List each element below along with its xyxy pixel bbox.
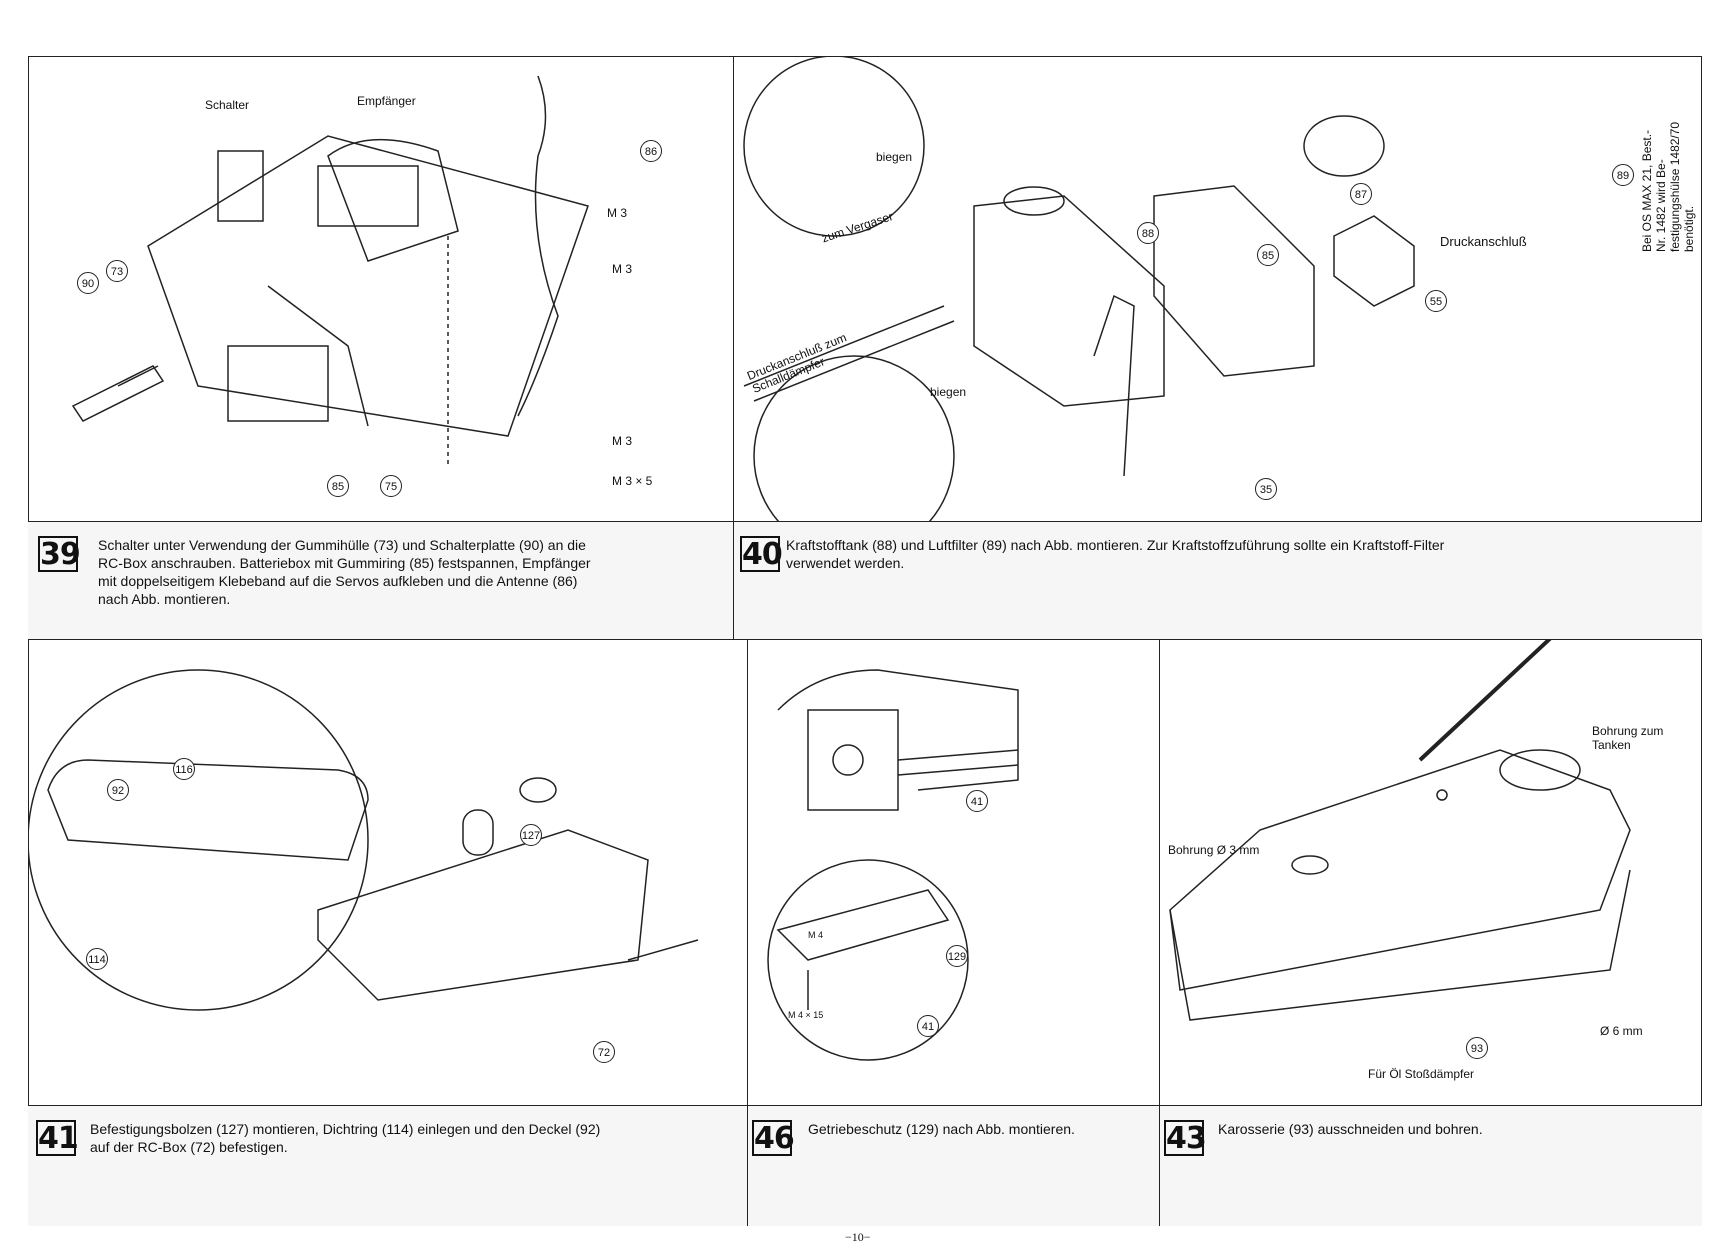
part-number: 129 xyxy=(946,945,968,967)
step-number: 40 xyxy=(740,536,783,572)
step-number: 43 xyxy=(1164,1120,1207,1156)
part-number: 90 xyxy=(77,272,99,294)
step-text: Karosserie (93) ausschneiden und bohren. xyxy=(1218,1121,1483,1137)
page-number: −10− xyxy=(845,1230,871,1244)
step-text: Kraftstofftank (88) und Luftfilter (89) … xyxy=(786,537,1445,571)
label-empfaenger: Empfänger xyxy=(357,94,416,108)
part-number: 41 xyxy=(966,790,988,812)
part-number: 114 xyxy=(86,948,108,970)
label-6mm: Ø 6 mm xyxy=(1600,1024,1643,1038)
step-number: 41 xyxy=(36,1120,79,1156)
step-40-caption: 40 Kraftstofftank (88) und Luftfilter (8… xyxy=(734,522,1702,640)
gear-guard-drawing xyxy=(767,669,1019,1061)
step-40-illustration xyxy=(734,56,1702,522)
part-number: 88 xyxy=(1137,222,1159,244)
label-biegen: biegen xyxy=(930,385,967,399)
step-43-caption: 43 Karosserie (93) ausschneiden und bohr… xyxy=(1160,1105,1702,1226)
label-biegen: biegen xyxy=(876,150,913,164)
label-m3x5: M 3 × 5 xyxy=(612,474,653,488)
part-number: 73 xyxy=(106,260,128,282)
step-39-caption: 39 Schalter unter Verwendung der Gummihü… xyxy=(28,522,734,640)
part-number: 93 xyxy=(1466,1037,1488,1059)
step-46-illustration xyxy=(748,640,1160,1105)
label-schalter: Schalter xyxy=(205,98,250,112)
step-text: Schalter unter Verwendung der Gummihülle… xyxy=(98,537,591,607)
part-number: 85 xyxy=(1257,244,1279,266)
label-m3: M 3 xyxy=(612,434,633,448)
step-text: Getriebeschutz (129) nach Abb. montieren… xyxy=(808,1121,1075,1137)
fuel-tank-drawing xyxy=(743,56,1415,522)
label-bohrung-3mm: Bohrung Ø 3 mm xyxy=(1168,843,1260,857)
label-m3: M 3 xyxy=(607,206,628,220)
part-number: 55 xyxy=(1425,290,1447,312)
part-number: 116 xyxy=(173,758,195,780)
part-number: 89 xyxy=(1612,164,1634,186)
step-number: 46 xyxy=(752,1120,795,1156)
label-oel-stossdaempfer: Für Öl Stoßdämpfer xyxy=(1368,1067,1475,1081)
step-46-caption: 46 Getriebeschutz (129) nach Abb. montie… xyxy=(748,1105,1160,1226)
part-number: 85 xyxy=(327,475,349,497)
label-m4x15: M 4 × 15 xyxy=(788,1010,824,1020)
step-43-illustration xyxy=(1160,640,1702,1105)
part-number: 75 xyxy=(380,475,402,497)
part-number: 35 xyxy=(1255,478,1277,500)
label-os-max-note: Bei OS MAX 21, Best.- Nr. 1482 wird Be- … xyxy=(1640,121,1696,252)
label-m4: M 4 xyxy=(808,930,824,940)
part-number: 92 xyxy=(107,779,129,801)
label-druckanschluss: Druckanschluß xyxy=(1440,234,1527,249)
rc-box-lid-drawing xyxy=(28,669,699,1011)
part-number: 86 xyxy=(640,140,662,162)
step-41-caption: 41 Befestigungsbolzen (127) montieren, D… xyxy=(28,1105,748,1226)
step-number: 39 xyxy=(38,536,81,572)
label-m3: M 3 xyxy=(612,262,633,276)
step-text: Befestigungsbolzen (127) montieren, Dich… xyxy=(90,1121,601,1155)
part-number: 41 xyxy=(917,1015,939,1037)
part-number: 72 xyxy=(593,1041,615,1063)
label-bohrung-zum-tanken: Bohrung zum Tanken xyxy=(1592,724,1664,752)
step-39-illustration xyxy=(28,56,734,522)
part-number: 127 xyxy=(520,824,542,846)
body-shell-drawing xyxy=(1169,640,1631,1021)
step-41-illustration xyxy=(28,640,748,1105)
part-number: 87 xyxy=(1350,183,1372,205)
rc-box-drawing xyxy=(71,75,589,466)
